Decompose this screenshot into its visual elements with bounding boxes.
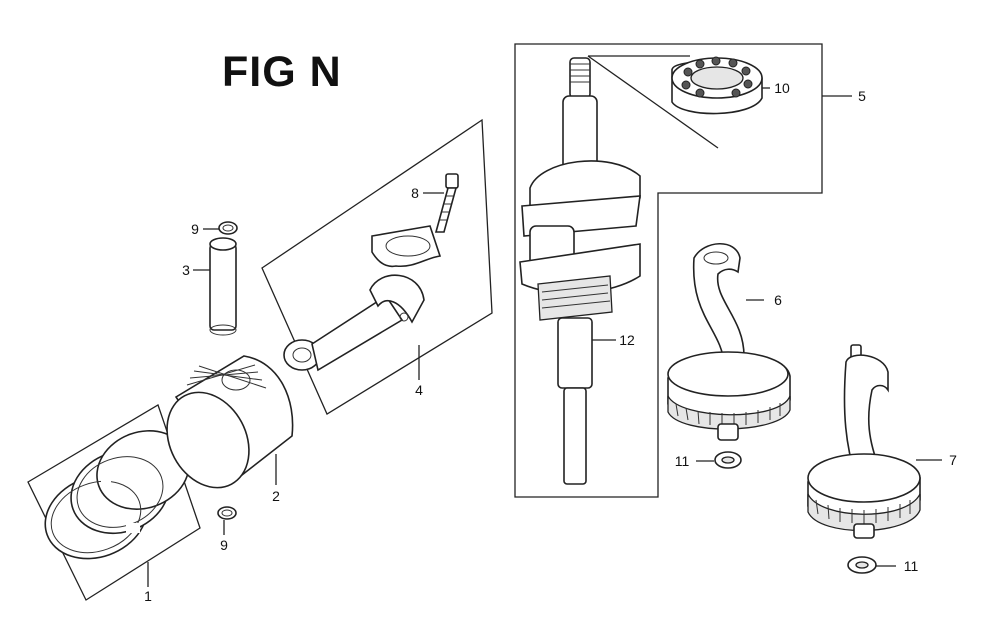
pin-clip-top[interactable] xyxy=(218,221,238,235)
piston[interactable] xyxy=(151,355,294,502)
washer-left[interactable] xyxy=(714,451,742,469)
callout-11-left: 11 xyxy=(675,453,690,469)
callout-6: 6 xyxy=(774,292,782,308)
callout-9-bottom: 9 xyxy=(220,537,228,553)
balancer-shaft-6[interactable] xyxy=(667,243,791,441)
crankshaft[interactable] xyxy=(519,57,641,485)
figure-title: FIG N xyxy=(222,48,342,96)
connecting-rod[interactable] xyxy=(283,225,442,372)
rod-bolt[interactable] xyxy=(434,173,459,233)
callout-5: 5 xyxy=(858,88,866,104)
piston-pin[interactable] xyxy=(209,237,237,336)
callout-11-right: 11 xyxy=(904,558,919,574)
callout-9-top: 9 xyxy=(191,221,199,237)
pin-clip-bottom[interactable] xyxy=(217,506,237,520)
callout-1: 1 xyxy=(144,588,152,604)
callout-12: 12 xyxy=(619,332,635,348)
ball-bearing[interactable] xyxy=(587,55,763,149)
washer-right[interactable] xyxy=(847,556,877,574)
callout-2: 2 xyxy=(272,488,280,504)
callout-3: 3 xyxy=(182,262,190,278)
balancer-shaft-7[interactable] xyxy=(807,344,921,539)
callout-4: 4 xyxy=(415,382,423,398)
callout-7: 7 xyxy=(949,452,957,468)
piston-ring-set[interactable] xyxy=(27,404,201,601)
callout-10: 10 xyxy=(774,80,790,96)
callout-8: 8 xyxy=(411,185,419,201)
